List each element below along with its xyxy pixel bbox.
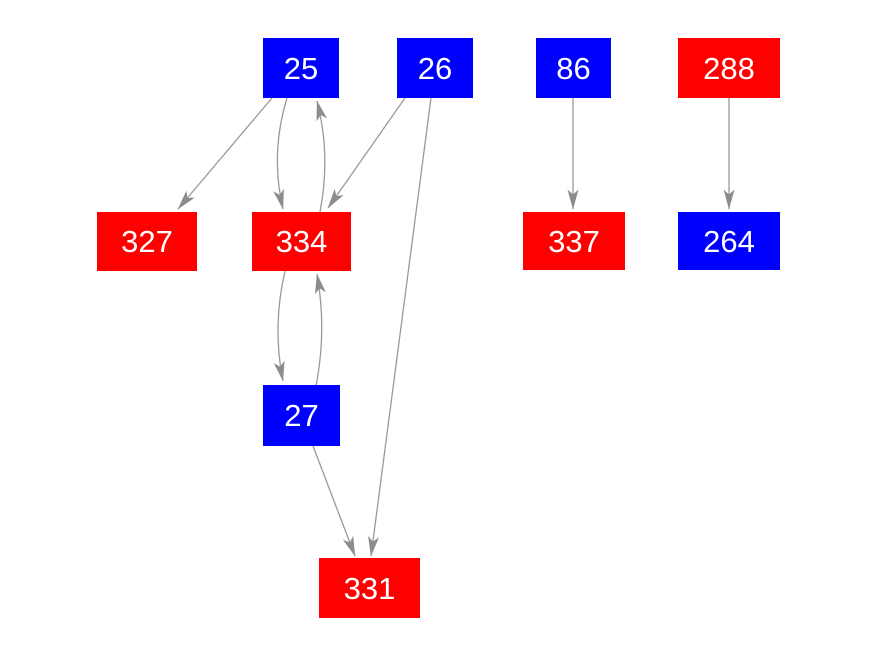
edge-334-to-27: [273, 270, 286, 382]
node-label: 264: [703, 223, 755, 259]
graph-node-264: 264: [678, 212, 780, 270]
node-label: 288: [703, 50, 755, 86]
edge-26-to-334: [327, 97, 406, 209]
graph-node-25: 25: [263, 38, 339, 98]
graph-node-334: 334: [252, 212, 351, 271]
node-label: 86: [556, 50, 591, 86]
node-label: 331: [343, 570, 396, 606]
graph-node-288: 288: [678, 38, 780, 98]
graph-node-86: 86: [536, 38, 611, 98]
graph-node-337: 337: [523, 212, 625, 270]
graph-node-26: 26: [397, 38, 473, 98]
node-label: 327: [121, 224, 173, 259]
graph-node-331: 331: [319, 558, 420, 618]
node-label: 27: [284, 398, 319, 433]
graph-node-27: 27: [263, 385, 340, 446]
node-label: 334: [275, 224, 328, 259]
edge-25-to-327: [177, 97, 273, 210]
edge-26-to-331: [368, 97, 432, 557]
graph-node-327: 327: [97, 212, 197, 271]
edge-25-to-334: [273, 97, 288, 210]
edge-27-to-331: [312, 445, 356, 557]
node-label: 26: [417, 50, 453, 86]
node-label: 25: [283, 50, 319, 86]
node-label: 337: [548, 223, 600, 259]
edge-27-to-334: [315, 273, 326, 387]
edge-334-to-25: [316, 100, 328, 213]
